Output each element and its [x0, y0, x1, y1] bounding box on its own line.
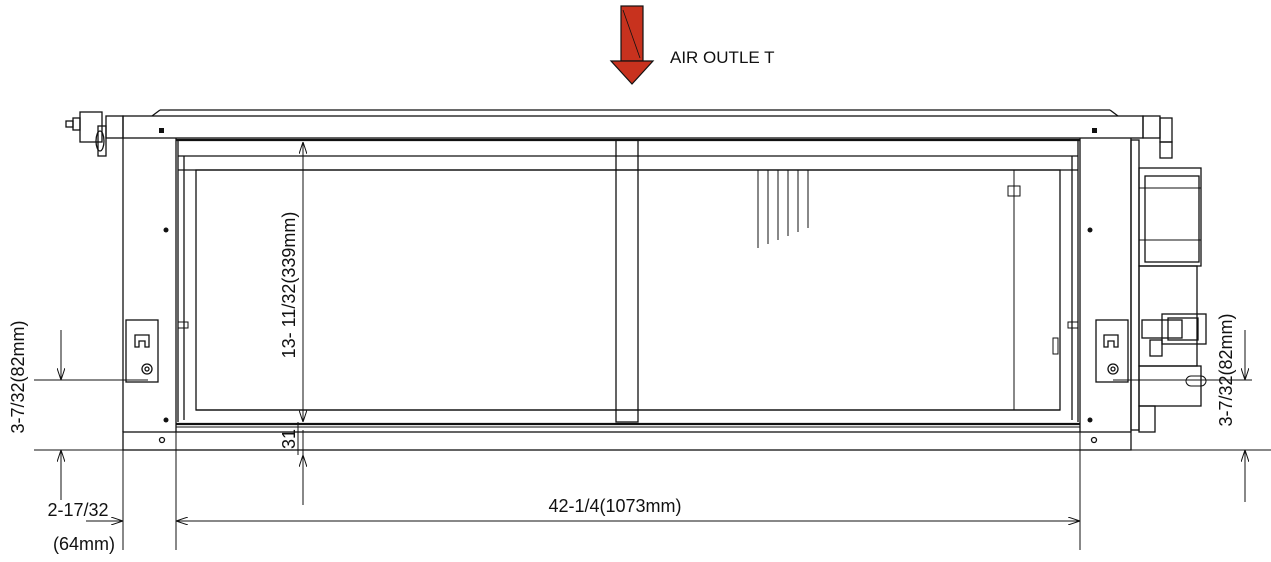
top-flange	[105, 109, 1161, 139]
right-pipe-connector	[1159, 117, 1173, 159]
dimension-mount-right	[1113, 330, 1252, 502]
dimension-offset-left-in: 2-17/32	[47, 500, 108, 520]
dimension-gap-label: 31	[279, 429, 299, 449]
right-hanger-bracket	[1095, 319, 1129, 383]
left-pipe-connector	[65, 111, 107, 157]
air-outlet-label: AIR OUTLE T	[670, 48, 775, 67]
side-panels	[122, 138, 1132, 432]
panel-dots	[158, 128, 1098, 444]
sensor-clip	[1007, 185, 1021, 204]
left-hanger-bracket	[125, 319, 159, 383]
coil-fins	[757, 170, 809, 248]
dimension-mount-right-label: 3-7/32(82mm)	[1216, 313, 1236, 426]
dimension-mount-left-label: 3-7/32(82mm)	[8, 320, 28, 433]
center-support	[615, 139, 639, 423]
air-outlet-arrow	[609, 5, 655, 85]
dimension-offset-left-mm: (64mm)	[53, 534, 115, 554]
dimension-height-inner-label: 13- 11/32(339mm)	[279, 212, 299, 359]
main-housing	[176, 138, 1080, 422]
base-plate	[122, 422, 1132, 451]
dimension-mount-left	[34, 330, 1271, 500]
motor-box	[1130, 139, 1207, 433]
dimension-width-total-label: 42-1/4(1073mm)	[548, 496, 681, 516]
dimension-width-total	[86, 432, 1081, 550]
